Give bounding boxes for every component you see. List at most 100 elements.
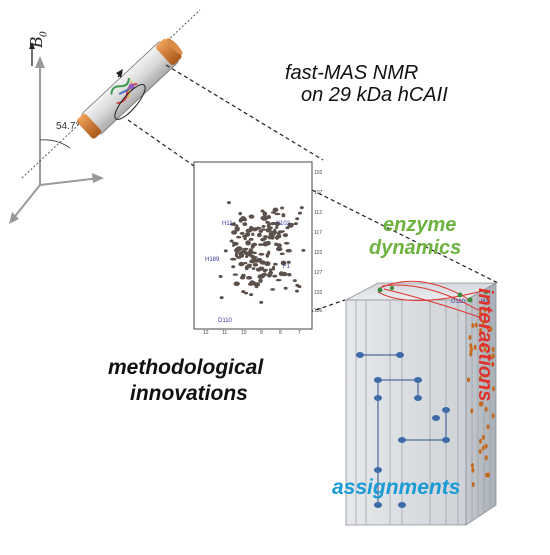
spectrum-peak	[259, 300, 264, 304]
side-peak	[488, 354, 492, 360]
spectrum-peak	[249, 293, 254, 297]
peak-label-4: F1	[283, 264, 291, 270]
spectrum-peak	[230, 257, 237, 261]
spectrum-peak	[243, 261, 248, 265]
spectrum-peak	[274, 221, 281, 226]
spectrum-peak	[287, 222, 292, 226]
spectrum-peak	[282, 233, 288, 238]
side-peak	[491, 413, 495, 419]
y-tick-6: 127	[314, 270, 323, 276]
spectrum-peak	[250, 243, 255, 249]
side-peak	[492, 386, 496, 392]
spectrum-peak	[241, 290, 246, 294]
spectrum-peak	[249, 249, 254, 254]
angle-arc	[39, 139, 71, 149]
cube-peak	[396, 352, 404, 358]
side-peak	[484, 443, 488, 449]
y-tick-8: 136	[314, 308, 323, 314]
spectrum-peak	[299, 206, 304, 210]
y-tick-5: 122	[314, 250, 323, 256]
side-peak	[491, 361, 495, 367]
spectrum-peak	[275, 235, 280, 240]
spectrum-peak	[262, 211, 268, 217]
spectrum-peak	[272, 209, 277, 213]
side-peak	[481, 445, 485, 451]
side-peak	[471, 482, 475, 488]
cube-peak	[374, 467, 382, 473]
spectrum-peak	[261, 268, 269, 272]
spectrum-peak	[248, 237, 254, 241]
spectrum-peak	[242, 222, 248, 227]
side-peak	[485, 472, 488, 478]
spectrum-peak	[281, 213, 286, 218]
spectrum-peak	[227, 201, 231, 205]
side-peak	[471, 467, 475, 473]
spectrum-peak	[257, 232, 262, 237]
spectrum-peak	[223, 249, 228, 253]
spectrum-peak	[245, 240, 251, 246]
spectrum-peak	[286, 260, 291, 264]
methodological-label: methodological	[108, 356, 264, 379]
spectrum-peak	[260, 273, 267, 277]
spectrum-peak	[274, 242, 279, 246]
spectrum-peak	[259, 260, 266, 265]
cube-peak	[442, 407, 450, 413]
innovations-label: innovations	[130, 382, 248, 405]
x-arrowhead	[9, 212, 19, 224]
spectrum-peak	[273, 262, 278, 266]
spectrum-peak	[261, 215, 268, 221]
spectrum-peak	[248, 227, 253, 233]
spectrum-peak	[283, 272, 288, 276]
side-peak	[474, 322, 478, 328]
x-tick-2: 11	[222, 330, 228, 336]
spectrum-peak	[251, 227, 258, 232]
cube-peak	[442, 437, 450, 443]
side-peak	[467, 377, 470, 383]
side-peak	[479, 438, 482, 444]
spectrum-peak	[234, 247, 240, 253]
side-peak	[479, 375, 482, 381]
cube-peak	[432, 415, 440, 421]
x-tick-4: 9	[260, 330, 263, 336]
spectrum-peak	[266, 223, 271, 229]
interactions-label: interactions	[474, 288, 496, 402]
spectrum-peak	[252, 263, 259, 267]
side-peak	[473, 344, 477, 350]
spectrum-peak	[235, 224, 239, 228]
spectrum-peak	[283, 286, 288, 290]
title-line-1: fast-MAS NMR	[285, 62, 419, 84]
spectrum-peak	[278, 230, 285, 233]
spectrum-peak	[234, 252, 239, 258]
rotor-cap-top	[156, 38, 182, 65]
spectrum-peak	[251, 267, 256, 270]
side-peak	[482, 435, 485, 440]
side-peak	[471, 323, 475, 328]
spectrum-peak	[219, 296, 224, 300]
enzyme-label: enzyme	[383, 214, 457, 236]
spectrum-peak	[283, 241, 290, 245]
spectrum-peak	[239, 275, 246, 280]
spectrum-peak	[285, 248, 292, 253]
spectrum-peak	[275, 246, 283, 252]
spectrum-peak	[260, 237, 266, 242]
spectrum-peak	[251, 232, 255, 236]
cube-peak	[374, 395, 382, 401]
x-axis	[11, 184, 41, 221]
spectrum-peak	[236, 235, 242, 239]
side-peak	[481, 342, 485, 348]
spectrum-peak	[297, 285, 302, 289]
side-peak	[469, 343, 473, 349]
y-tick-1: 102	[314, 170, 323, 176]
spectrum-peak	[298, 211, 302, 215]
side-peak	[479, 310, 482, 316]
spectrum-peak	[231, 265, 236, 269]
spectrum-peak	[246, 276, 253, 280]
spectrum-peak	[241, 250, 246, 253]
spectrum-peak	[295, 289, 299, 293]
coordinate-axes	[9, 56, 104, 224]
side-peak	[491, 353, 495, 359]
side-peak	[484, 406, 488, 412]
spectrum-peak	[287, 273, 292, 277]
cube-peak	[374, 502, 382, 508]
